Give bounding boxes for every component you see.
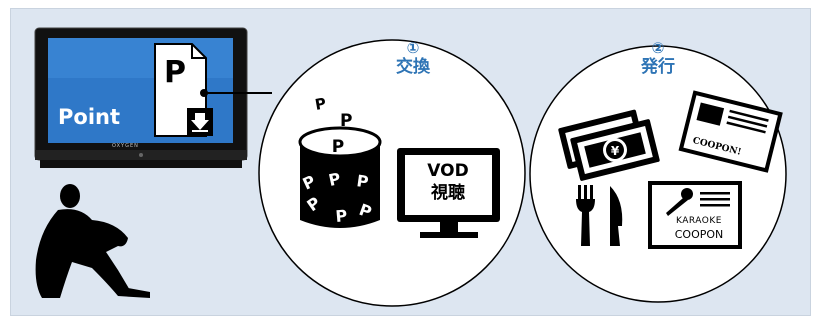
doc-p-glyph: P (164, 55, 186, 90)
sitting-person-icon (35, 184, 150, 298)
exchange-heading: ① 交換 (378, 39, 448, 78)
exchange-number: ① (406, 39, 420, 57)
issue-heading: ② 発行 (623, 39, 693, 78)
exchange-title: 交換 (396, 57, 430, 77)
vod-label: VOD 視聴 (398, 160, 498, 204)
svg-text:¥: ¥ (611, 144, 620, 158)
issue-title: 発行 (641, 57, 675, 77)
exchange-circle (258, 39, 526, 307)
karaoke-coopon-label: COOPON (674, 228, 724, 241)
svg-text:P: P (340, 111, 352, 131)
karaoke-label: KARAOKE (676, 216, 722, 226)
banknotes-icon: ¥ (558, 109, 660, 181)
svg-text:P: P (355, 171, 370, 191)
issue-circle (529, 45, 787, 303)
fork-knife-icon (576, 185, 623, 246)
svg-text:P: P (335, 206, 349, 226)
vod-label-line1: VOD (427, 161, 469, 181)
can-p-glyph: P (332, 137, 344, 157)
svg-text:P: P (327, 169, 343, 190)
coupon-icon (678, 90, 783, 173)
karaoke-coupon-icon (648, 181, 742, 249)
coin-can-icon: P P P P P P (298, 126, 382, 228)
monitor-icon (397, 148, 500, 238)
svg-text:P: P (314, 94, 328, 114)
document-download-icon (154, 43, 213, 137)
issue-number: ② (651, 39, 665, 57)
tv-point-label: Point (58, 105, 121, 129)
tv-brand-label: OXYGEN (112, 143, 139, 149)
floating-p-glyphs: P P (314, 94, 353, 131)
tv-icon (34, 27, 248, 168)
vod-label-line2: 視聴 (431, 183, 465, 203)
connector-dot (200, 89, 208, 97)
microphone-icon (666, 188, 693, 216)
